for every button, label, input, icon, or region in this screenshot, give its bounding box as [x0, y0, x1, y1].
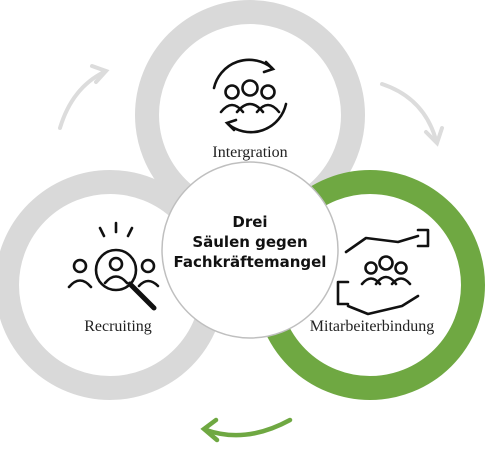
recruiting-label: Recruiting [84, 318, 152, 335]
cycle-arrow-top-right [380, 82, 444, 147]
hands-holding-team-icon [336, 228, 430, 316]
center-circle [161, 161, 339, 339]
cycle-arrow-bottom [200, 417, 293, 443]
retention-label: Mitarbeiterbindung [309, 318, 435, 335]
center-title-line-3: Fachkräftemangel [173, 253, 327, 271]
integration-label: Intergration [212, 144, 288, 161]
center-title-line-2: Säulen gegen [192, 233, 308, 251]
team-cycle-icon [212, 58, 288, 134]
center-title-line-1: Drei [232, 213, 268, 231]
talent-search-icon [67, 221, 160, 311]
cycle-arrow-top-left [58, 64, 110, 130]
center-title: Drei Säulen gegen Fachkräftemangel [170, 212, 330, 272]
